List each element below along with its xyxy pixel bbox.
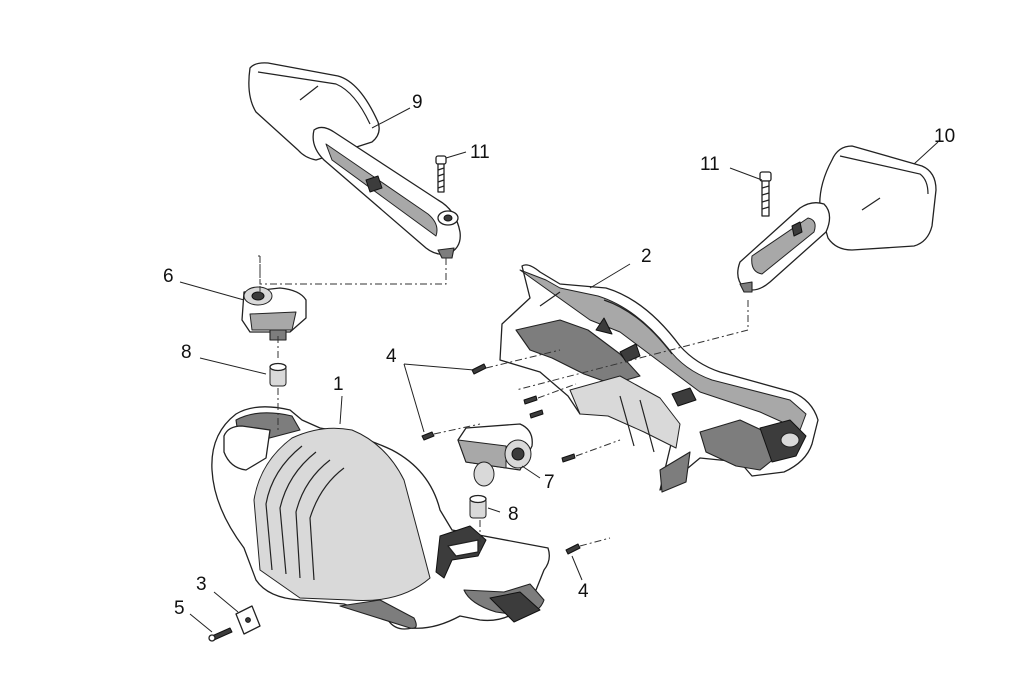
leader-lines <box>179 107 939 633</box>
callout-5: 5 <box>174 598 185 619</box>
rear-cover-screws <box>421 363 581 555</box>
callout-11-left: 11 <box>470 142 490 163</box>
callout-labels: 1 2 3 4 4 5 6 7 8 8 9 10 11 11 <box>163 92 955 619</box>
callout-4-upper: 4 <box>386 346 397 367</box>
left-clamp-bracket <box>241 286 307 341</box>
right-clamp-bracket <box>457 423 533 487</box>
callout-11-right: 11 <box>700 154 720 175</box>
callout-8-left: 8 <box>181 342 192 363</box>
callout-6: 6 <box>163 266 174 287</box>
callout-1: 1 <box>333 374 344 395</box>
callout-9: 9 <box>412 92 423 113</box>
right-mirror-screw <box>759 171 772 217</box>
left-mirror-screw <box>435 155 447 193</box>
callout-3: 3 <box>196 574 207 595</box>
left-mirror <box>248 62 461 259</box>
front-handlebar-cover <box>211 406 550 630</box>
callout-2: 2 <box>641 246 652 267</box>
callout-10: 10 <box>934 126 955 147</box>
left-spacer <box>269 362 287 387</box>
rear-handlebar-cover <box>499 264 819 493</box>
callout-4-lower: 4 <box>578 581 589 602</box>
right-mirror <box>737 145 937 293</box>
clip-and-screw <box>208 605 261 642</box>
right-spacer <box>469 494 487 519</box>
callout-8-center: 8 <box>508 504 519 525</box>
callout-7: 7 <box>544 472 555 493</box>
assembly-dashed-lines <box>258 255 749 552</box>
